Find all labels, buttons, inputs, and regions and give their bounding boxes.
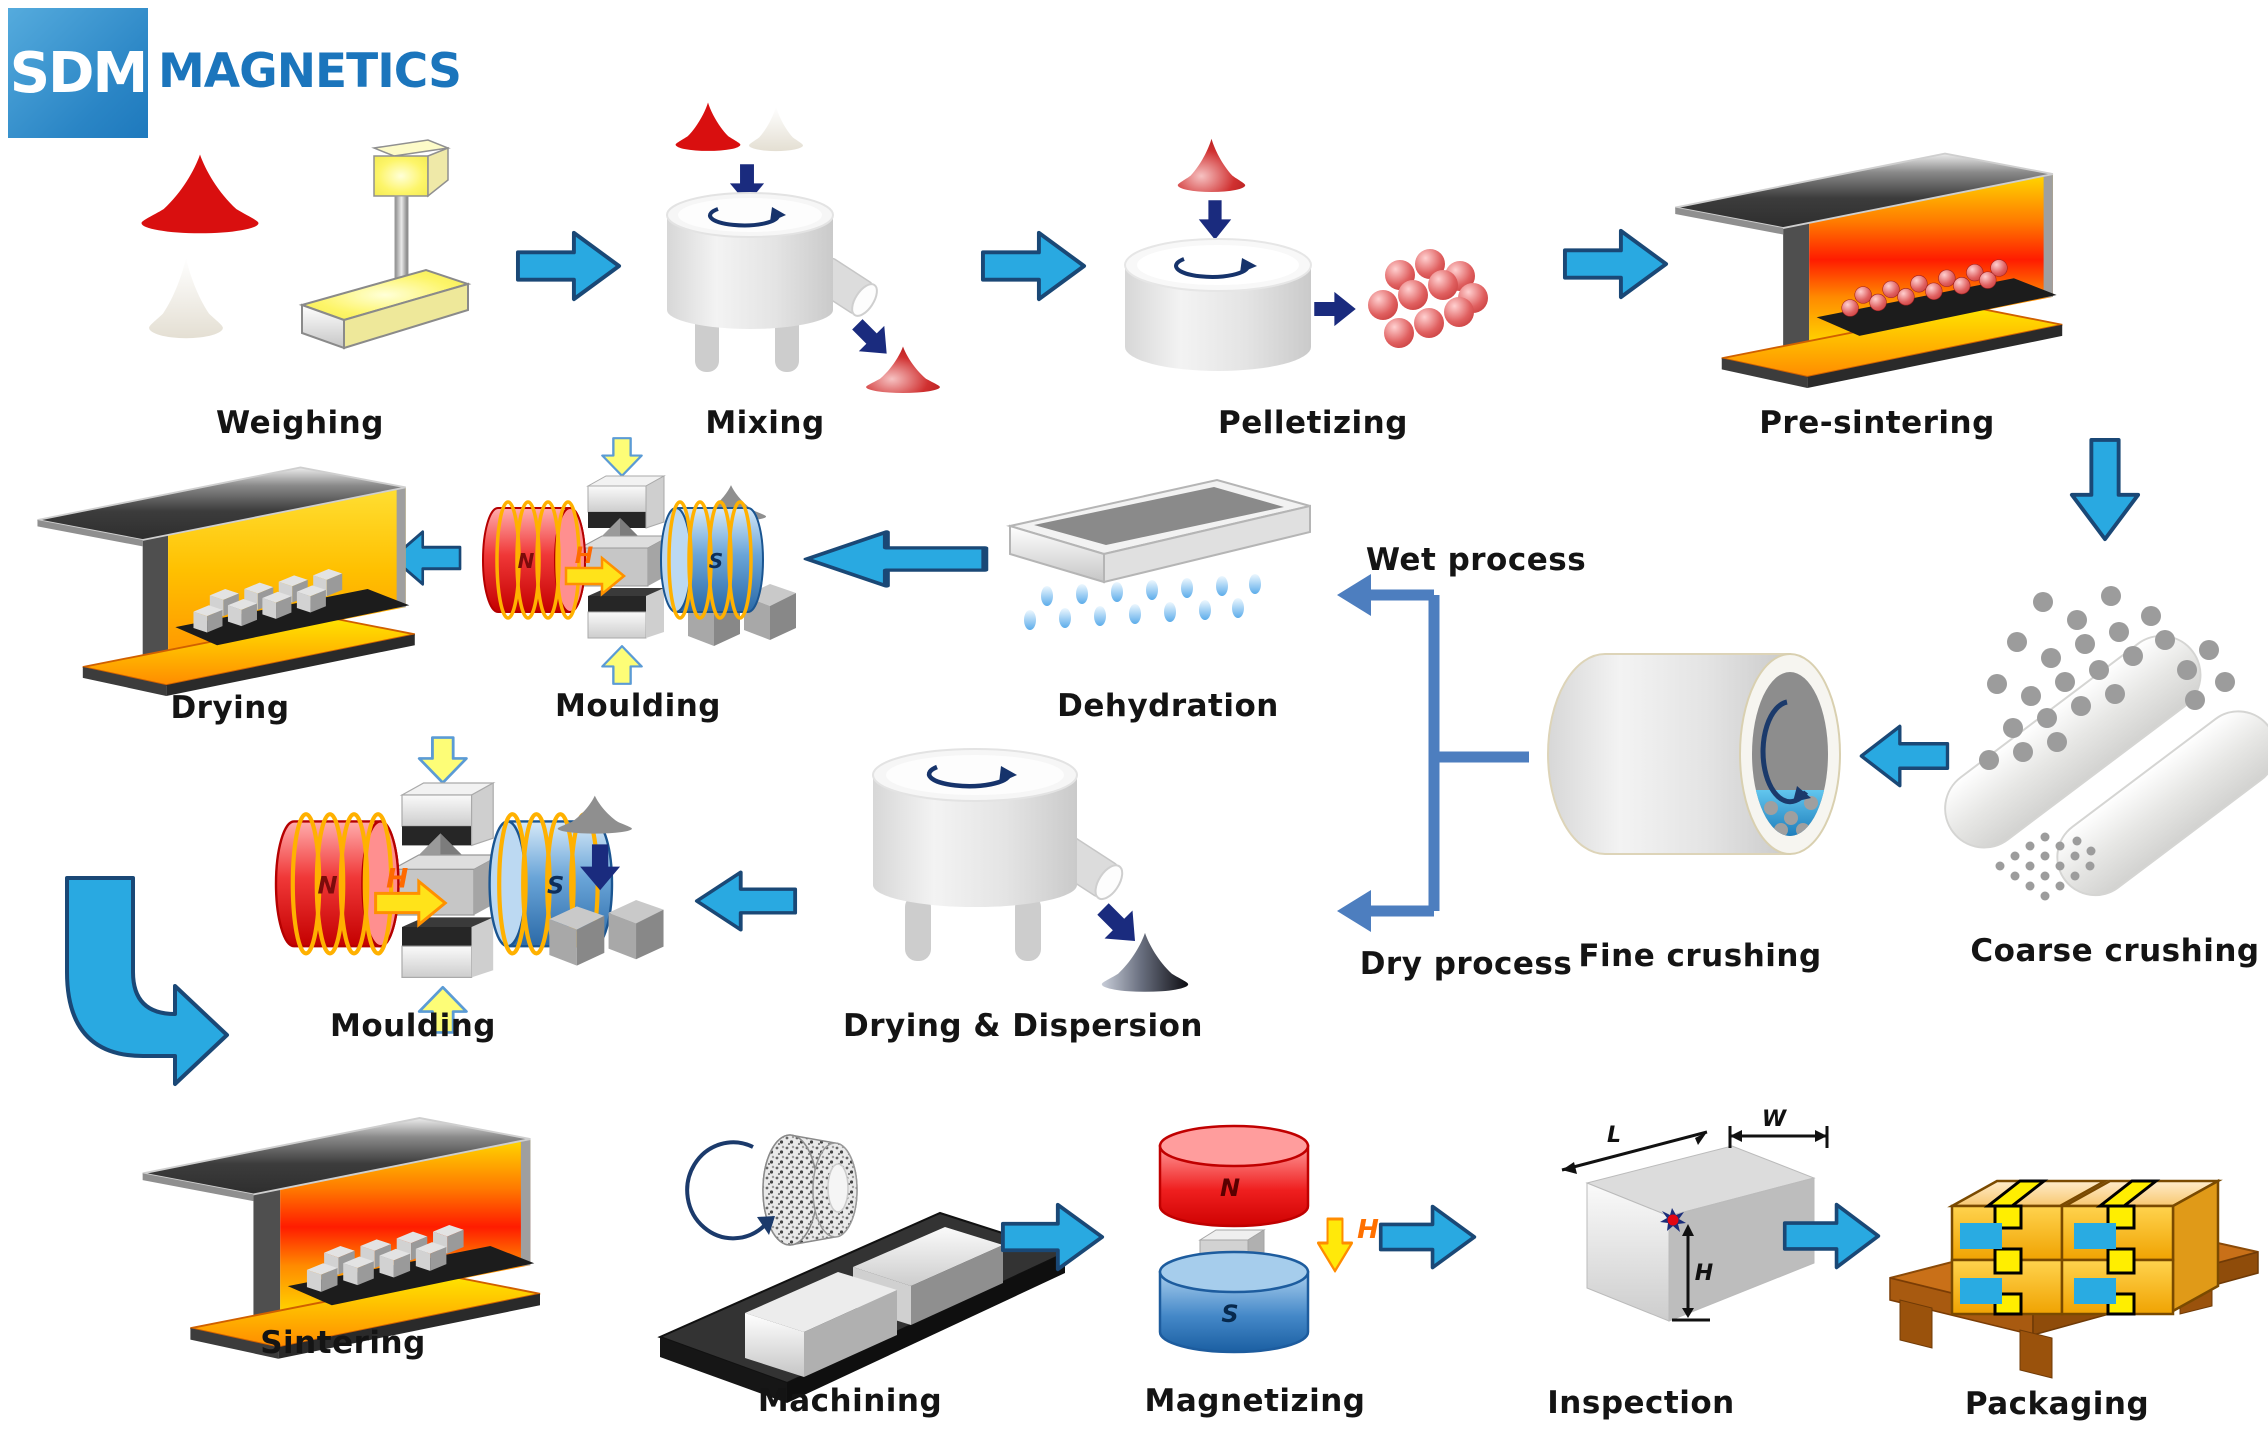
stage-mixing <box>640 95 950 405</box>
flow-arrow-mixing-pelletizing <box>980 230 1087 302</box>
stage-coarse-crushing <box>1925 550 2268 925</box>
stage-packaging <box>1880 1088 2268 1388</box>
coil-n-label: N <box>318 871 338 899</box>
flow-arrow-dehydration-moulding <box>800 528 990 590</box>
drying-furnace-icon <box>36 466 416 697</box>
stage-drying-dispersion <box>845 735 1205 1005</box>
flow-elbow <box>45 872 230 1122</box>
label-machining: Machining <box>757 1383 943 1419</box>
stage-moulding-dry: N S H <box>258 735 630 1035</box>
flow-arrow-dispersion-moulding <box>694 870 798 932</box>
moulding-press-icon: N S H <box>482 436 764 686</box>
flow-arrow-coarse-fine <box>1859 724 1950 788</box>
label-dry-process: Dry process <box>1359 946 1573 982</box>
pressed-powder-dry <box>545 788 670 973</box>
weighing-scale-icon <box>141 139 472 350</box>
label-pelletizing: Pelletizing <box>1218 405 1408 441</box>
label-inspection: Inspection <box>1547 1385 1735 1421</box>
label-weighing: Weighing <box>216 405 384 441</box>
magnet-n-label: N <box>1220 1174 1240 1202</box>
packaging-pallet-icon <box>1889 1178 2259 1379</box>
powder-to-blocks-icon <box>549 795 664 966</box>
label-dehydration: Dehydration <box>1057 688 1279 724</box>
flow-arrow-inspection-packaging <box>1782 1202 1881 1270</box>
label-coarse-crushing: Coarse crushing <box>1970 933 2260 969</box>
dim-h-label: H <box>1695 1261 1713 1286</box>
coil-s-label: S <box>709 549 723 573</box>
mixing-tank-icon <box>666 102 940 393</box>
stage-weighing <box>130 139 475 375</box>
stage-dehydration <box>992 468 1327 643</box>
field-h-label: H <box>575 544 593 569</box>
logo-name: MAGNETICS <box>158 44 462 99</box>
coil-n-label: N <box>518 549 535 573</box>
drying-dispersion-tank-icon <box>872 748 1189 992</box>
flow-arrow-machining-magnetizing <box>1000 1202 1105 1272</box>
dehydration-tray-icon <box>1006 478 1311 630</box>
sintering-furnace-icon <box>141 1117 541 1360</box>
label-moulding-dry: Moulding <box>330 1008 496 1044</box>
label-wet-process: Wet process <box>1365 542 1587 578</box>
stage-moulding-wet: N S H <box>468 436 778 686</box>
pelletizing-drum-icon <box>1124 138 1488 371</box>
stage-fine-crushing <box>1535 640 1865 870</box>
label-packaging: Packaging <box>1964 1386 2150 1422</box>
stage-machining <box>645 1085 1085 1415</box>
stage-sintering <box>135 1112 541 1360</box>
stage-magnetizing: N S H <box>1148 1120 1413 1365</box>
stage-inspection: W L H <box>1502 1107 1852 1378</box>
inspection-block-icon: W L H <box>1561 1107 1829 1322</box>
logo-mark: SDM <box>8 8 148 138</box>
label-pre-sintering: Pre-sintering <box>1759 405 1995 441</box>
flow-arrow-presintering-coarse <box>2069 437 2141 542</box>
label-drying-dispersion: Drying & Dispersion <box>843 1008 1203 1044</box>
branch-bracket-icon <box>1337 574 1529 932</box>
stage-drying <box>30 462 416 697</box>
elbow-arrow-icon <box>65 876 229 1086</box>
flow-arrow-magnetizing-inspection <box>1378 1204 1477 1270</box>
machining-grinder-icon <box>657 1134 1068 1403</box>
magnet-s-label: S <box>1221 1300 1238 1328</box>
label-sintering: Sintering <box>260 1325 426 1361</box>
magnetizing-icon: N S H <box>1158 1124 1379 1354</box>
coil-s-label: S <box>547 871 564 899</box>
field-h-label: H <box>1357 1215 1379 1245</box>
branch-split <box>1333 538 1543 938</box>
pre-sintering-furnace-icon <box>1674 152 2064 389</box>
dim-l-label: L <box>1607 1123 1621 1148</box>
flow-arrow-pelletizing-presintering <box>1562 228 1669 300</box>
moulding-press-icon: N S H <box>274 736 614 1034</box>
fine-crushing-mill-icon <box>1547 653 1841 855</box>
stage-pelletizing <box>1118 135 1498 385</box>
field-h-label: H <box>386 863 408 894</box>
dim-w-label: W <box>1762 1107 1788 1132</box>
flow-arrow-weighing-mixing <box>515 230 622 302</box>
label-fine-crushing: Fine crushing <box>1578 938 1822 974</box>
label-magnetizing: Magnetizing <box>1144 1383 1366 1419</box>
coarse-crushing-rollers-icon <box>1944 586 2268 901</box>
label-moulding-wet: Moulding <box>555 688 721 724</box>
stage-pre-sintering <box>1665 148 2065 389</box>
logo-abbr: SDM <box>9 40 149 106</box>
label-mixing: Mixing <box>705 405 825 441</box>
label-drying: Drying <box>170 690 290 726</box>
